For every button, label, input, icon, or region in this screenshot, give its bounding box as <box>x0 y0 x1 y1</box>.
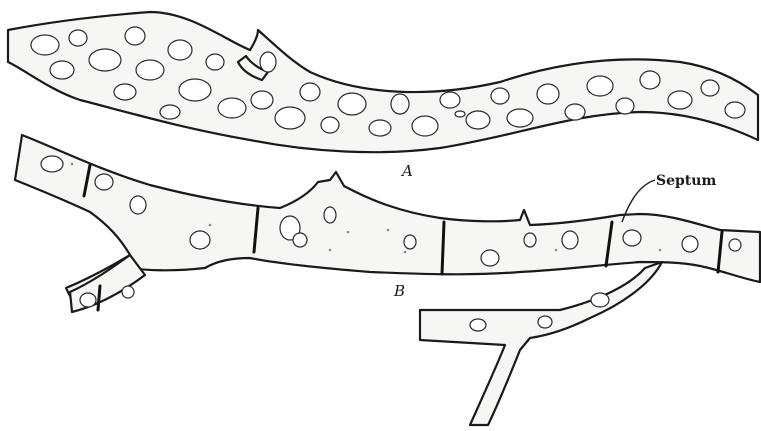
hypha-a <box>8 12 758 152</box>
label-b: B <box>393 282 405 300</box>
label-a: A <box>400 162 413 180</box>
label-septum: Septum <box>656 173 716 189</box>
septum-wall <box>442 222 444 274</box>
septum-wall <box>98 286 100 310</box>
hypha-b <box>15 135 760 425</box>
hypha-b-side-branch <box>420 262 662 425</box>
